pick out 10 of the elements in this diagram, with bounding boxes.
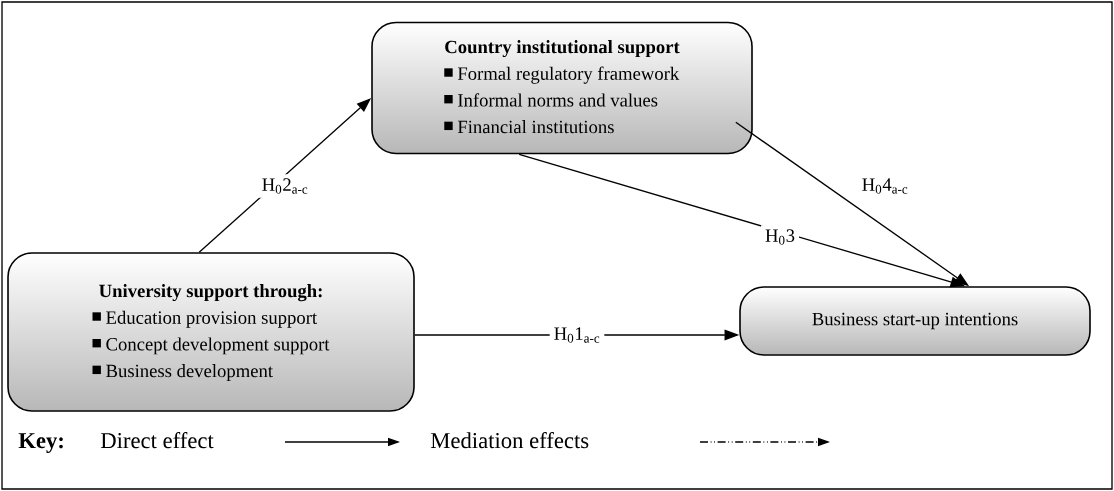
rounded-box: University support through: Education provision support Concept development support Business development bbox=[7, 252, 415, 412]
rounded-box: Country institutional support Formal regulatory framework Informal norms and values Financial institutions bbox=[371, 21, 753, 155]
legend-text: Mediation effects bbox=[430, 432, 589, 449]
edge-label: H$_{0}$3 bbox=[761, 225, 799, 249]
rounded-box: Business start-up intentions bbox=[739, 286, 1091, 356]
edge-label: H$_{0}$2$_{a-c}$ bbox=[257, 174, 313, 198]
edge-label: H$_{0}$1$_{a-c}$ bbox=[549, 323, 605, 347]
key-heading: Key: bbox=[18, 433, 63, 453]
legend-text: Direct effect bbox=[100, 432, 214, 449]
edge-label: H$_{0}$4$_{a-c}$ bbox=[857, 174, 913, 198]
